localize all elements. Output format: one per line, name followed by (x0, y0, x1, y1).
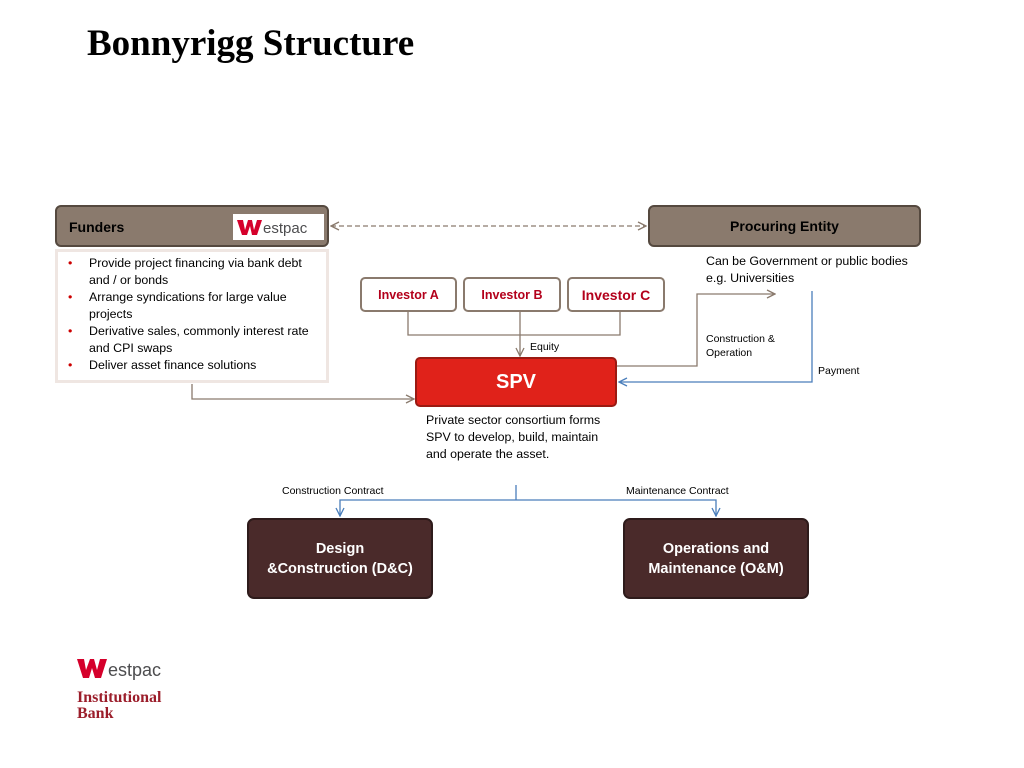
funders-spv-connector (191, 384, 414, 399)
institutional-bank-label: Institutional Bank (77, 689, 162, 722)
westpac-brand-icon: estpac (77, 659, 161, 680)
procuring-entity-note: Can be Government or public bodies e.g. … (706, 254, 908, 285)
operations-maintenance-label: Operations and Maintenance (O&M) (648, 540, 784, 577)
bullet-icon: • (68, 290, 73, 304)
list-item: •Derivative sales, commonly interest rat… (68, 324, 309, 355)
spv-label: SPV (495, 370, 537, 393)
bullet-icon: • (68, 358, 73, 372)
construction-contract-connector (340, 499, 516, 516)
investor-c-box: Investor C (567, 277, 665, 312)
bullet-icon: • (68, 324, 73, 338)
procuring-entity-label: Procuring Entity (730, 218, 839, 234)
funders-bullet-list: •Provide project financing via bank debt… (68, 255, 320, 374)
page-title: Bonnyrigg Structure (87, 23, 415, 64)
westpac-brand-logo: estpac (77, 656, 177, 687)
list-item: •Deliver asset finance solutions (68, 358, 257, 372)
construction-operation-label: Construction & Operation (706, 333, 775, 359)
spv-box: SPV (415, 357, 617, 407)
list-item: •Arrange syndications for large value pr… (68, 290, 287, 321)
svg-text:estpac: estpac (263, 220, 308, 237)
funders-bullet-panel: •Provide project financing via bank debt… (55, 249, 329, 383)
payment-label: Payment (818, 365, 860, 377)
list-item: •Provide project financing via bank debt… (68, 256, 302, 287)
spv-description: Private sector consortium forms SPV to d… (426, 413, 601, 461)
payment-connector (619, 291, 813, 382)
westpac-logo: estpac (233, 214, 324, 240)
procuring-entity-header: Procuring Entity (648, 205, 921, 247)
equity-label: Equity (530, 341, 560, 353)
construction-contract-label: Construction Contract (282, 485, 384, 497)
maintenance-contract-label: Maintenance Contract (626, 485, 729, 497)
maintenance-contract-connector (516, 499, 716, 516)
design-construction-label: Design &Construction (D&C) (267, 540, 413, 577)
westpac-logo-icon: estpac (237, 220, 308, 237)
funders-header: Funders estpac (55, 205, 329, 247)
svg-text:estpac: estpac (108, 660, 161, 680)
design-construction-box: Design &Construction (D&C) (247, 518, 433, 599)
bullet-icon: • (68, 256, 73, 270)
investor-b-box: Investor B (463, 277, 561, 312)
operations-maintenance-box: Operations and Maintenance (O&M) (623, 518, 809, 599)
construction-operation-connector (617, 294, 775, 367)
funders-label: Funders (69, 219, 125, 235)
investor-a-box: Investor A (360, 277, 457, 312)
investor-a-connector (407, 312, 621, 336)
